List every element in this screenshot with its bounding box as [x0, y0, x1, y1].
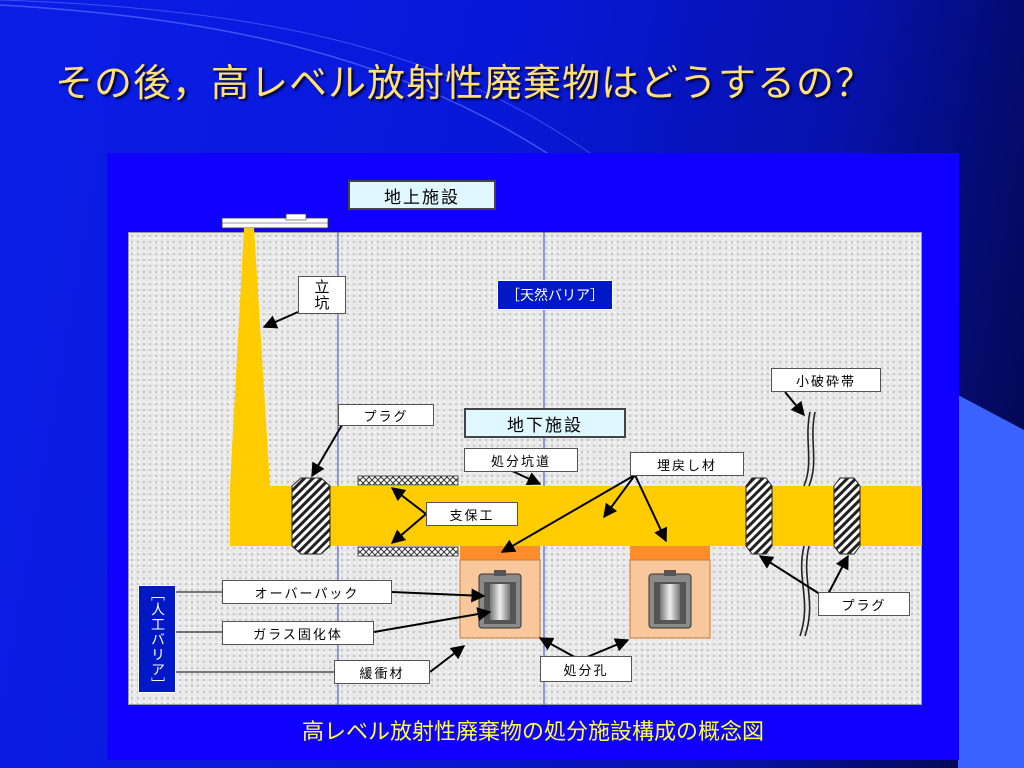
label-shaft-line-2: 坑: [314, 294, 330, 312]
fracture-zone-icon: [799, 411, 816, 637]
disposal-pit-right: [629, 546, 711, 639]
overpack-icon: [478, 570, 522, 629]
label-underground-facility: 地下施設: [464, 408, 626, 438]
plug-icon: [291, 477, 331, 555]
label-disposal-pit: 処分孔: [540, 656, 632, 682]
label-vitrified-waste: ガラス固化体: [222, 621, 374, 645]
plug-icon: [833, 477, 861, 555]
barrier-bracket-lines: [176, 591, 334, 673]
label-natural-barrier: ［天然バリア］: [497, 280, 613, 310]
label-backfill: 埋戻し材: [630, 452, 744, 476]
disposal-pit-left: [459, 546, 541, 639]
label-plug-upper: プラグ: [338, 404, 434, 426]
label-plug-lower: プラグ: [818, 592, 910, 616]
label-overpack: オーバーパック: [222, 580, 392, 604]
label-engineered-barrier: ［人工バリア］: [138, 585, 176, 693]
corner-accent: [958, 395, 1024, 768]
plug-icon: [745, 477, 773, 555]
label-support: 支保工: [426, 502, 518, 526]
label-buffer: 緩衝材: [334, 660, 430, 684]
vertical-shaft: [230, 228, 270, 486]
support-top: [357, 475, 459, 486]
slide-title: その後，高レベル放射性廃棄物はどうするの？: [55, 61, 875, 105]
label-surface-facility: 地上施設: [348, 180, 496, 210]
label-shaft: 立 坑: [298, 276, 346, 314]
label-fracture-zone: 小破砕帯: [771, 368, 881, 392]
support-bottom: [357, 546, 459, 557]
overpack-icon: [648, 570, 692, 629]
diagram-caption: 高レベル放射性廃棄物の処分施設構成の概念図: [301, 720, 764, 745]
disposal-tunnel: [230, 486, 922, 546]
label-disposal-tunnel: 処分坑道: [464, 448, 578, 472]
label-shaft-line-1: 立: [314, 278, 330, 296]
surface-building-icon: [221, 213, 329, 229]
